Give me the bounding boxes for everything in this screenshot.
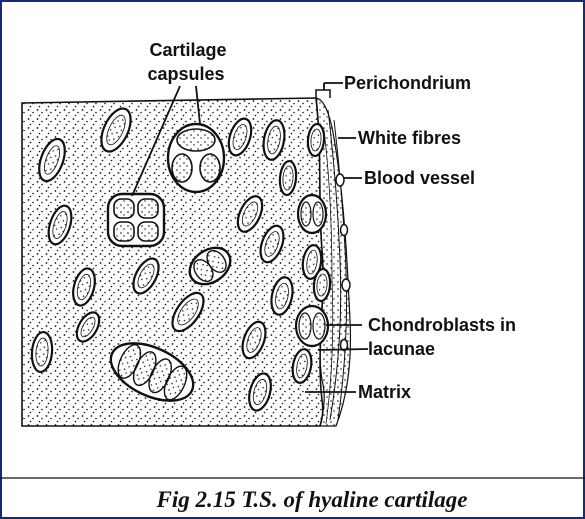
label-perichondrium: Perichondrium — [344, 73, 471, 93]
blood-vessel-shape — [341, 278, 351, 292]
blood-vessel-shape — [335, 173, 345, 187]
label-white-fibres: White fibres — [358, 128, 461, 148]
label-blood-vessel: Blood vessel — [364, 168, 475, 188]
blood-vessel-shape — [339, 338, 349, 352]
cartilage-capsule-three-cell — [166, 122, 226, 194]
blood-vessel-shape — [339, 223, 349, 237]
diagram-labels: Cartilage capsules Perichondrium White f… — [147, 40, 516, 402]
label-matrix: Matrix — [358, 382, 411, 402]
lacunae-group — [30, 107, 332, 412]
label-chondroblasts-line1: Chondroblasts in — [368, 315, 516, 335]
cartilage-capsule-paired — [188, 246, 232, 286]
cartilage-capsule-paired — [296, 193, 328, 235]
perichondrium-band — [315, 97, 352, 427]
chondroblast-pair — [294, 304, 330, 348]
leader-lines — [131, 82, 369, 393]
figure-caption: Fig 2.15 T.S. of hyaline cartilage — [156, 487, 468, 512]
cartilage-capsule-four-cell — [106, 192, 166, 248]
label-chondroblasts-line2: lacunae — [368, 339, 435, 359]
label-cartilage-capsules-line1: Cartilage — [149, 40, 226, 60]
cartilage-capsule-row — [109, 342, 195, 402]
label-cartilage-capsules-line2: capsules — [147, 64, 224, 84]
